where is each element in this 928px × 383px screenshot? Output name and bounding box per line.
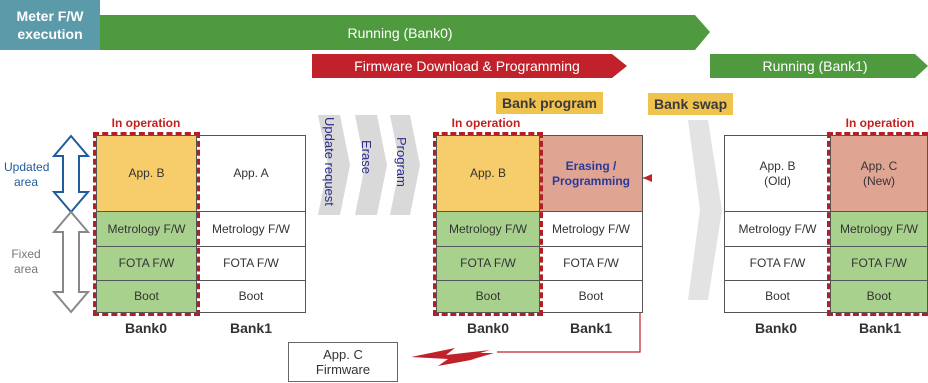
stage3-bank0-metrology: Metrology F/W xyxy=(724,211,831,247)
execution-tile-text: Meter F/W execution xyxy=(16,8,84,42)
stage1-bank0-metrology: Metrology F/W xyxy=(96,211,197,247)
stage1-bank0-fota: FOTA F/W xyxy=(96,246,197,281)
lightning-icon xyxy=(411,348,494,366)
stage2-bank0-boot: Boot xyxy=(436,280,540,313)
bank-swap-tag: Bank swap xyxy=(648,93,734,115)
firmware-download-label: Firmware Download & Programming xyxy=(354,58,580,74)
running-bank0-arrow xyxy=(100,15,710,50)
stage1-in-operation-outline xyxy=(93,132,200,316)
stage3-bank0-app: App. B (Old) xyxy=(724,135,831,212)
stage2-in-operation: In operation xyxy=(451,116,521,130)
running-bank0-label: Running (Bank0) xyxy=(347,24,453,41)
stage3-bank0-fota: FOTA F/W xyxy=(724,246,831,281)
stage1-bank0-label: Bank0 xyxy=(124,320,168,336)
meter-fw-execution-tile: Meter F/W execution xyxy=(0,0,100,50)
stage1-in-operation: In operation xyxy=(111,116,181,130)
stage2-bank1-metrology: Metrology F/W xyxy=(539,211,643,247)
update-request-chevron xyxy=(318,115,350,215)
firmware-download-bar: Firmware Download & Programming xyxy=(312,54,622,78)
stage3-in-operation: In operation xyxy=(845,116,915,130)
stage2-bank1-label: Bank1 xyxy=(569,320,613,336)
stage3-bank1-boot: Boot xyxy=(830,280,928,313)
running-bank1-bar: Running (Bank1) xyxy=(710,54,920,78)
firmware-path-arrowhead xyxy=(643,174,652,182)
stage2-bank0-fota: FOTA F/W xyxy=(436,246,540,281)
stage1-bank1-metrology: Metrology F/W xyxy=(196,211,306,247)
fixed-area-arrow xyxy=(51,210,91,314)
erase-chevron xyxy=(355,115,387,215)
program-chevron xyxy=(390,115,420,215)
stage3-bank0-label: Bank0 xyxy=(754,320,798,336)
stage1-bank1-label: Bank1 xyxy=(229,320,273,336)
update-request-label: Update request xyxy=(322,117,337,206)
stage3-bank1-label: Bank1 xyxy=(858,320,902,336)
stage3-bank0-boot: Boot xyxy=(724,280,831,313)
stage2-bank0-app: App. B xyxy=(436,135,540,212)
stage3-bank1-metrology: Metrology F/W xyxy=(830,211,928,247)
stage2-bank1-app: Erasing / Programming xyxy=(539,135,643,212)
stage3-in-operation-outline xyxy=(827,132,928,316)
erase-label: Erase xyxy=(359,140,374,174)
bank-swap-chevron xyxy=(688,120,722,300)
bank-program-tag: Bank program xyxy=(496,92,603,114)
stage2-in-operation-outline xyxy=(433,132,543,316)
stage2-bank0-label: Bank0 xyxy=(466,320,510,336)
updated-area-label: Updated area xyxy=(4,160,50,189)
stage1-bank0-boot: Boot xyxy=(96,280,197,313)
running-bank1-arrow xyxy=(710,54,928,78)
stage1-bank1-app: App. A xyxy=(196,135,306,212)
updated-area-arrow xyxy=(51,134,91,214)
app-c-firmware-box: App. C Firmware xyxy=(288,342,398,382)
stage2-bank1-fota: FOTA F/W xyxy=(539,246,643,281)
firmware-download-arrow xyxy=(312,54,627,78)
fixed-area-label: Fixed area xyxy=(11,247,41,276)
running-bank1-label: Running (Bank1) xyxy=(762,58,868,74)
program-label: Program xyxy=(394,137,409,187)
stage2-bank1-boot: Boot xyxy=(539,280,643,313)
stage1-bank1-fota: FOTA F/W xyxy=(196,246,306,281)
running-bank0-bar: Running (Bank0) xyxy=(100,15,700,50)
stage3-bank1-app: App. C (New) xyxy=(830,135,928,212)
stage1-bank1-boot: Boot xyxy=(196,280,306,313)
